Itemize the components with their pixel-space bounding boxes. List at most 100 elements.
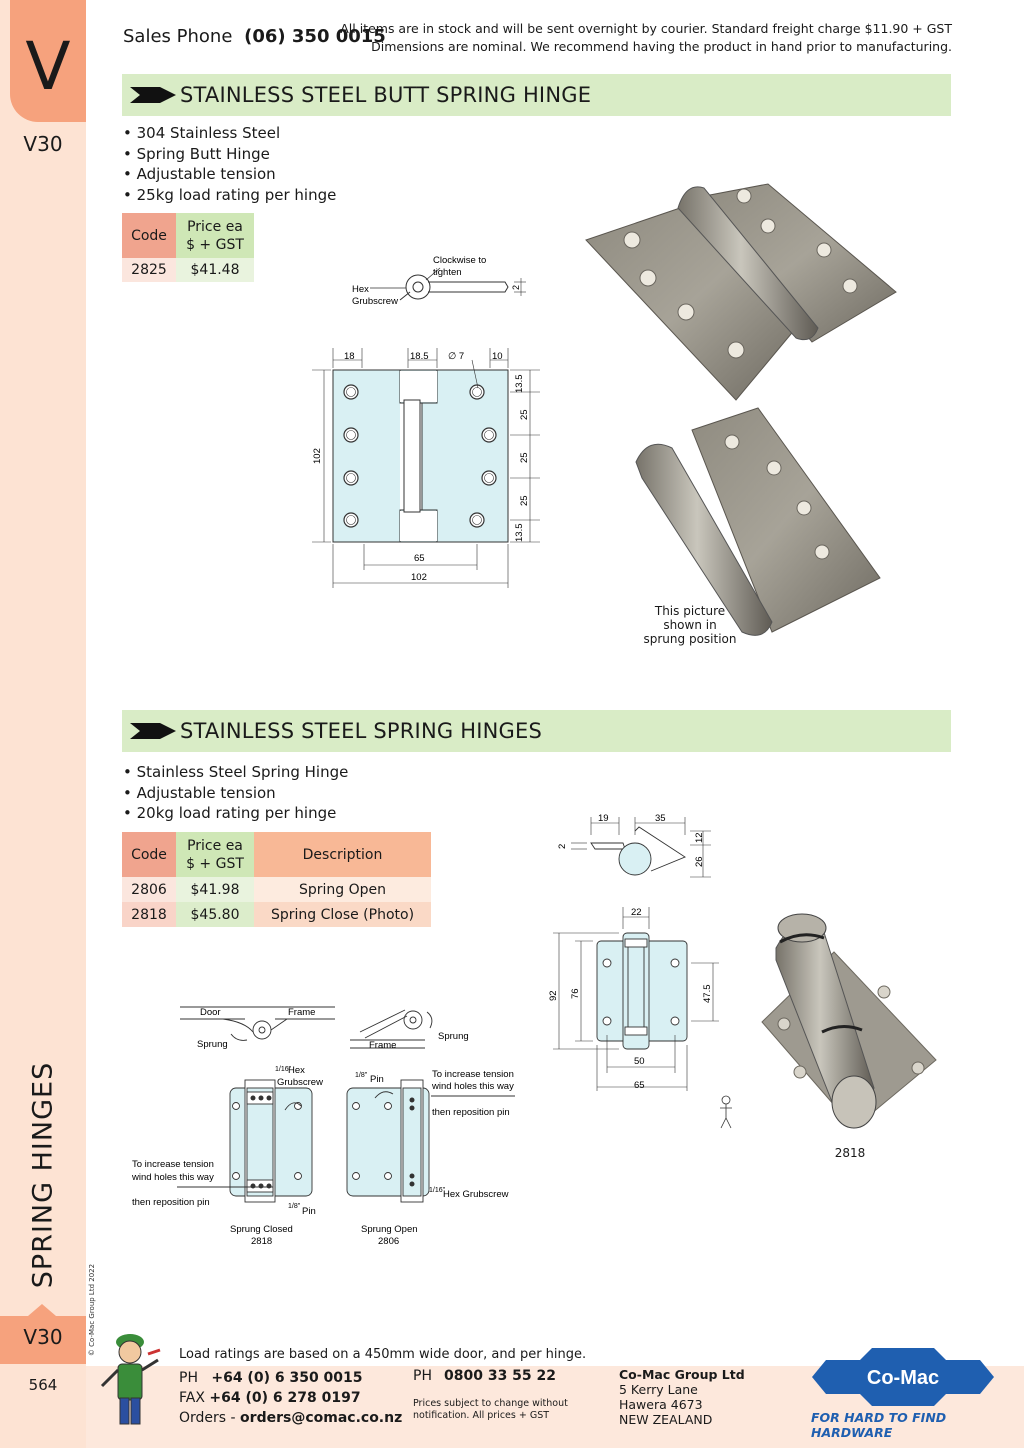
col-header-description: Description — [254, 832, 431, 877]
svg-text:2: 2 — [557, 844, 568, 849]
svg-text:Frame: Frame — [288, 1007, 315, 1018]
list-item: • Stainless Steel Spring Hinge — [123, 763, 349, 781]
spring-hinge-photo — [720, 913, 937, 1129]
svg-text:2: 2 — [511, 285, 521, 290]
svg-text:Co-Mac: Co-Mac — [867, 1367, 939, 1389]
freephone-number[interactable]: 0800 33 55 22 — [443, 1368, 557, 1384]
svg-text:10: 10 — [492, 351, 503, 362]
svg-text:13.5: 13.5 — [514, 375, 525, 394]
svg-text:2818: 2818 — [251, 1236, 272, 1247]
svg-text:65: 65 — [414, 553, 425, 564]
svg-text:Frame: Frame — [369, 1040, 396, 1051]
svg-text:12: 12 — [694, 832, 705, 843]
mascot-icon — [100, 1334, 161, 1425]
copyright: © Co-Mac Group Ltd 2022 — [88, 1263, 96, 1357]
section1-price-table: Code Price ea$ + GST 2825 $41.48 — [122, 213, 254, 282]
svg-text:22: 22 — [631, 907, 642, 918]
list-item: • Adjustable tension — [123, 165, 276, 183]
svg-text:Grubscrew: Grubscrew — [352, 296, 398, 307]
footer-contacts: PH +64 (0) 6 350 0015 FAX +64 (0) 6 278 … — [179, 1370, 403, 1426]
cell-description: Spring Open — [254, 877, 431, 902]
svg-text:Pin: Pin — [370, 1074, 384, 1085]
cell-code: 2818 — [122, 902, 176, 927]
spring-hinge-install-drawing: Door Frame Sprung Frame Sprung 1/16" Hex… — [131, 1006, 515, 1247]
page-number: 564 — [28, 1376, 58, 1394]
table-row: 2818 $45.80 Spring Close (Photo) — [122, 902, 431, 927]
category-label: SPRING HINGES — [27, 1061, 59, 1289]
svg-text:47.5: 47.5 — [702, 985, 713, 1004]
section-letter-tab: V — [10, 0, 86, 122]
svg-text:wind holes this way: wind holes this way — [131, 1172, 214, 1183]
svg-text:wind holes this way: wind holes this way — [431, 1081, 514, 1092]
sales-phone: Sales Phone (06) 350 0015 — [123, 26, 386, 47]
svg-text:76: 76 — [570, 988, 581, 999]
section1-bullets: • 304 Stainless Steel • Spring Butt Hing… — [123, 123, 336, 205]
header-note-line1: All items are in stock and will be sent … — [340, 21, 952, 36]
list-item: • 25kg load rating per hinge — [123, 185, 337, 204]
spring-hinge-dimension-drawing: 19 35 2 12 26 22 92 76 47.5 50 65 — [548, 813, 719, 1091]
svg-text:50: 50 — [634, 1056, 645, 1067]
section2-title: STAINLESS STEEL SPRING HINGES — [180, 719, 542, 743]
sales-phone-number[interactable]: (06) 350 0015 — [244, 26, 386, 47]
svg-text:18.5: 18.5 — [410, 351, 429, 362]
svg-text:1/16": 1/16" — [429, 1187, 446, 1194]
svg-text:Grubscrew: Grubscrew — [277, 1077, 323, 1088]
butt-hinge-photo — [585, 183, 897, 636]
table-row: 2806 $41.98 Spring Open — [122, 877, 431, 902]
fax-number[interactable]: +64 (0) 6 278 0197 — [209, 1390, 361, 1406]
list-item: • 20kg load rating per hinge — [123, 804, 337, 822]
svg-text:25: 25 — [519, 495, 530, 506]
section2-header: STAINLESS STEEL SPRING HINGES — [122, 710, 951, 752]
svg-text:35: 35 — [655, 813, 666, 824]
svg-text:26: 26 — [694, 856, 705, 867]
svg-text:To increase tension: To increase tension — [132, 1159, 214, 1170]
section-code-bottom-tab: V30 — [0, 1304, 86, 1364]
col-header-price: Price ea$ + GST — [176, 832, 254, 877]
butt-hinge-drawing: Clockwise to tighten Hex Grubscrew 2 — [312, 255, 540, 588]
section1-title: STAINLESS STEEL BUTT SPRING HINGE — [180, 83, 592, 107]
prices-note: Prices subject to change without notific… — [413, 1398, 568, 1421]
svg-text:Hex: Hex — [288, 1065, 305, 1076]
cell-price: $41.98 — [176, 877, 254, 902]
svg-text:1/8": 1/8" — [288, 1203, 301, 1210]
hinge-top-view — [370, 267, 526, 301]
orders-email-link[interactable]: orders@comac.co.nz — [240, 1410, 403, 1426]
company-address: Co-Mac Group Ltd 5 Kerry Lane Hawera 467… — [619, 1367, 745, 1427]
svg-text:2806: 2806 — [378, 1236, 399, 1247]
hinge-front-view — [332, 369, 509, 543]
load-rating-note: Load ratings are based on a 450mm wide d… — [179, 1347, 587, 1362]
svg-text:Sprung Closed: Sprung Closed — [230, 1224, 293, 1235]
svg-text:65: 65 — [634, 1080, 645, 1091]
svg-text:then reposition pin: then reposition pin — [432, 1107, 510, 1118]
tagline: FOR HARD TO FIND HARDWARE — [811, 1410, 947, 1440]
svg-text:19: 19 — [598, 813, 609, 824]
svg-text:Hex Grubscrew: Hex Grubscrew — [443, 1189, 509, 1200]
svg-text:1/8": 1/8" — [355, 1072, 368, 1079]
phone-number[interactable]: +64 (0) 6 350 0015 — [211, 1370, 363, 1386]
svg-text:25: 25 — [519, 409, 530, 420]
list-item: • 304 Stainless Steel — [123, 124, 281, 142]
svg-text:Door: Door — [200, 1007, 221, 1018]
svg-text:102: 102 — [411, 572, 427, 583]
arrow-right-icon — [130, 87, 176, 103]
section-code-bottom: V30 — [23, 1325, 63, 1349]
svg-text:18: 18 — [344, 351, 355, 362]
svg-text:13.5: 13.5 — [514, 524, 525, 543]
cell-code: 2825 — [122, 258, 176, 282]
col-header-code: Code — [122, 213, 176, 258]
section2-bullets: • Stainless Steel Spring Hinge • Adjusta… — [123, 762, 348, 824]
svg-text:To increase tension: To increase tension — [432, 1069, 514, 1080]
section-letter: V — [25, 28, 71, 105]
section-code-top: V30 — [23, 132, 63, 156]
sales-phone-label: Sales Phone — [123, 26, 233, 47]
col-header-price: Price ea$ + GST — [176, 213, 254, 258]
section1-header: STAINLESS STEEL BUTT SPRING HINGE — [122, 74, 951, 116]
arrow-right-icon — [130, 723, 176, 739]
svg-text:Hex: Hex — [352, 284, 369, 295]
table-row: 2825 $41.48 — [122, 258, 254, 282]
cell-code: 2806 — [122, 877, 176, 902]
svg-text:Pin: Pin — [302, 1206, 316, 1217]
cell-price: $45.80 — [176, 902, 254, 927]
cell-description: Spring Close (Photo) — [254, 902, 431, 927]
